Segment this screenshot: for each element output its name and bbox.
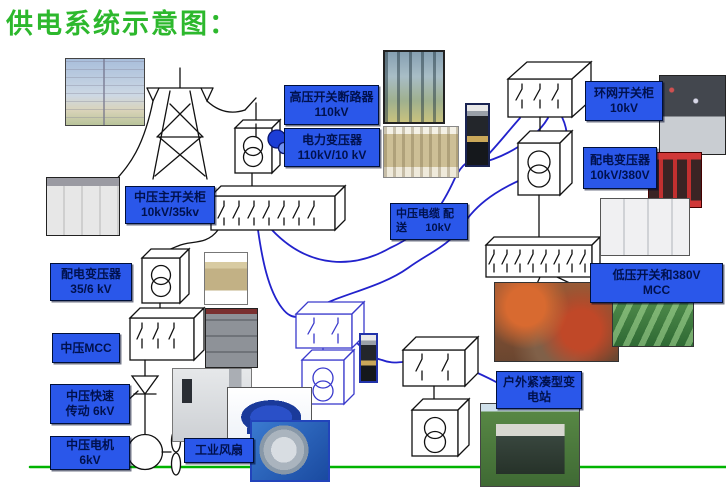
- industrial-fan-photo: [250, 420, 330, 482]
- page-title: 供电系统示意图：: [6, 9, 238, 39]
- small-transformer-photo: [204, 252, 248, 305]
- dist-transformer-10kv-symbol: [516, 116, 574, 197]
- transmission-tower-symbol: [114, 67, 246, 182]
- hv-breaker-yard-photo: [383, 50, 445, 124]
- main-busbar-symbol: [209, 172, 347, 232]
- label-industrial-fan: 工业风扇: [184, 438, 254, 463]
- power-transformer-photo: [383, 126, 459, 178]
- lv-busbar-symbol: [484, 194, 602, 279]
- label-mv-drive: 中压快速 传动 6kV: [50, 384, 130, 424]
- remote-switch-symbol: [401, 335, 480, 415]
- label-mv-cable: 中压电缆 配 送 10kV: [390, 203, 468, 240]
- green-equipment-photo: [612, 299, 694, 347]
- label-power-transformer: 电力变压器 110kV/10 kV: [284, 128, 380, 167]
- mv-mcc-symbol: [128, 302, 206, 362]
- remote-transformer-symbol: [410, 397, 471, 458]
- ring-feeder-transformer-symbol: [300, 348, 356, 406]
- ring-feeder-switch-symbol: [294, 300, 366, 367]
- transmission-tower-photo: [65, 58, 145, 126]
- mv-cable-photo: [465, 103, 490, 167]
- label-dist-transformer-6kv: 配电变压器 35/6 kV: [50, 263, 132, 301]
- ring-main-unit-symbol: [506, 60, 593, 119]
- label-outdoor-substation: 户外紧凑型变 电站: [496, 371, 582, 409]
- mv-cable-photo-2: [359, 333, 378, 383]
- label-mv-mcc: 中压MCC: [52, 333, 120, 363]
- main-transformer-symbol: [233, 118, 291, 175]
- label-ring-main-unit: 环网开关柜 10kV: [585, 81, 663, 121]
- label-hv-breaker: 高压开关断路器 110kV: [284, 85, 379, 125]
- label-dist-transformer-10kv: 配电变压器 10kV/380V: [583, 147, 657, 189]
- motor-symbol: [126, 433, 172, 471]
- dist-transformer-35kv-symbol: [140, 247, 191, 305]
- mcc-cabinet-photo: [205, 308, 258, 368]
- ring-main-unit-photo: [659, 75, 726, 155]
- lv-switchgear-photo: [600, 198, 690, 256]
- outdoor-substation-photo: [480, 403, 580, 487]
- main-switchgear-photo: [46, 177, 120, 236]
- label-mv-main-switchgear: 中压主开关柜 10kV/35kv: [125, 186, 215, 224]
- label-lv-switch-mcc: 低压开关和380V MCC: [590, 263, 723, 303]
- label-mv-motor: 中压电机 6kV: [50, 436, 130, 470]
